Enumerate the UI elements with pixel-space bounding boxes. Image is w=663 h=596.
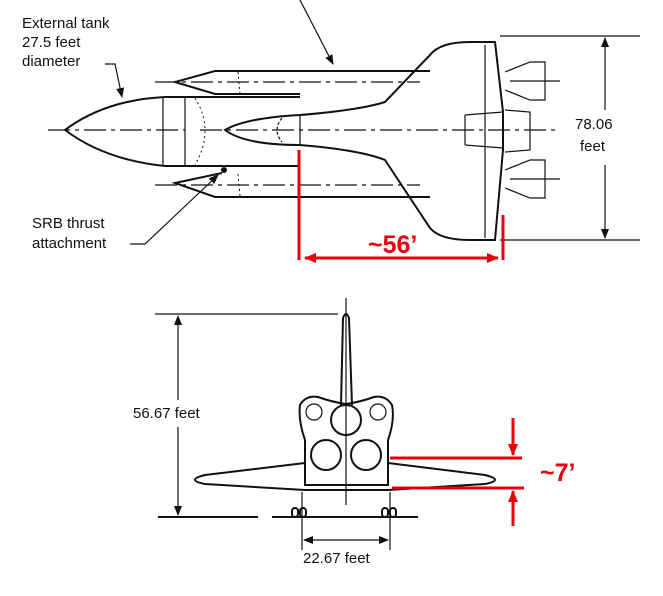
srb-lower	[171, 172, 430, 198]
tail-fin	[340, 313, 353, 406]
gear-width-label: 22.67 feet	[303, 550, 371, 567]
top-view-stack: 78.06 feet External tank 27.5 feet diame…	[22, 0, 640, 263]
wings	[194, 462, 496, 491]
wheels	[291, 507, 397, 518]
orbiter	[223, 41, 504, 241]
wingspan-unit: feet	[580, 138, 606, 155]
length-annotation: ~56’	[368, 231, 417, 259]
height-annotation: ~7’	[540, 459, 575, 487]
height-label: 56.67 feet	[133, 405, 201, 422]
wingspan-value: 78.06	[575, 116, 613, 133]
external-tank-diameter-word: diameter	[22, 53, 80, 70]
srb-label: SRB thrust	[32, 215, 105, 232]
external-tank-label: External tank	[22, 15, 110, 32]
external-tank	[63, 96, 300, 167]
external-tank-diameter: 27.5 feet	[22, 34, 81, 51]
srb-label-2: attachment	[32, 235, 107, 252]
rear-view-orbiter: 56.67 feet 22.67 feet ~7’	[133, 298, 575, 567]
aft-body	[298, 395, 394, 486]
